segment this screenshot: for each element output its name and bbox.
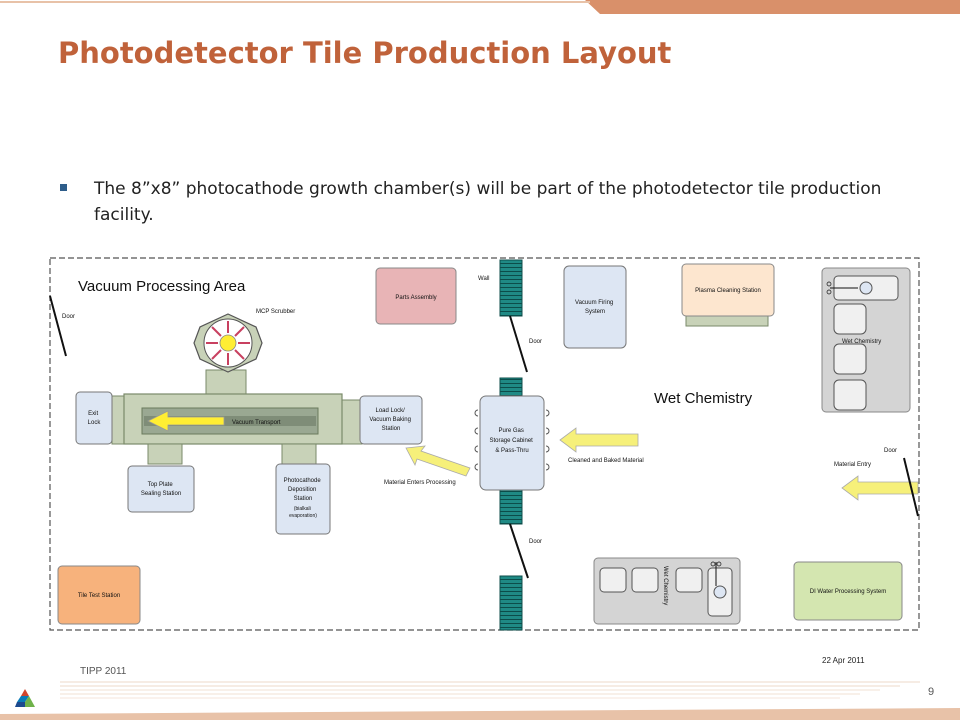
- vacuum-area-label: Vacuum Processing Area: [78, 278, 246, 295]
- door-upper-line: [509, 315, 528, 373]
- tile-test-station-label: Tile Test Station: [78, 593, 120, 599]
- vacuum-firing-box: [563, 265, 627, 349]
- load-lock-label: Load Lock/ Vacuum Baking Station: [369, 408, 412, 432]
- wet-chemistry-station-right: [821, 267, 911, 413]
- wall-segment-middle: [499, 377, 523, 397]
- material-entry-arrow: [841, 475, 919, 501]
- door-left-line: [49, 295, 67, 357]
- bottom-decorative-band: [0, 681, 960, 720]
- cleaned-material-label: Cleaned and Baked Material: [568, 458, 644, 464]
- material-entry-label: Material Entry: [834, 462, 871, 468]
- plasma-cleaning-label: Plasma Cleaning Station: [695, 288, 761, 294]
- door-right-line: [903, 457, 919, 517]
- vacuum-firing-label: Vacuum Firing System: [575, 300, 615, 315]
- exit-lock-box: [75, 391, 113, 445]
- wet-chemistry-station-bottom: [593, 557, 741, 625]
- page-number: 9: [928, 686, 935, 698]
- vacuum-transport-label: Vacuum Transport: [232, 420, 281, 426]
- door-right-label: Door: [884, 448, 897, 454]
- parts-assembly-label: Parts Assembly: [395, 295, 436, 301]
- top-decorative-band: [0, 0, 960, 14]
- cabinet-hinges: [474, 409, 550, 471]
- wall-segment-bottom: [499, 575, 523, 631]
- door-lower-line: [509, 523, 529, 579]
- wall-label: Wall: [478, 276, 489, 282]
- slide-title: Photodetector Tile Production Layout: [58, 36, 672, 70]
- parts-assembly-box: [375, 267, 457, 325]
- door-left-label: Door: [62, 314, 75, 320]
- wet-chemistry-area-label: Wet Chemistry: [654, 390, 753, 407]
- top-plate-sealing-box: [127, 465, 195, 513]
- photocathode-note-label: (bialkali evaporation): [289, 506, 317, 519]
- di-water-box: [793, 561, 903, 621]
- mcp-scrubber: [193, 313, 263, 401]
- pure-gas-cabinet-label: Pure Gas Storage Cabinet & Pass-Thru: [489, 428, 534, 454]
- facility-boundary: [49, 257, 920, 631]
- wet-chemistry-right-label: Wet Chemistry: [842, 339, 881, 345]
- wet-chemistry-bottom-label: Wet Chemistry: [662, 566, 668, 605]
- vacuum-transport-system: [111, 393, 363, 465]
- pure-gas-cabinet-box: [479, 395, 545, 491]
- bullet-square-icon: [60, 184, 67, 191]
- material-enters-label: Material Enters Processing: [384, 480, 456, 486]
- material-enters-arrow: [405, 445, 471, 477]
- photocathode-deposition-box: [275, 463, 331, 535]
- wall-segment-top: [499, 259, 523, 317]
- photocathode-deposition-label: Photocathode Deposition Station: [284, 478, 323, 502]
- load-lock-box: [359, 395, 423, 445]
- argonne-logo-icon: [15, 689, 35, 707]
- mcp-scrubber-label: MCP Scrubber: [256, 309, 295, 315]
- top-plate-sealing-label: Top Plate Sealing Station: [141, 482, 181, 497]
- cleaned-material-arrow: [559, 427, 639, 453]
- diagram-date: 22 Apr 2011: [822, 656, 865, 665]
- door-upper-label: Door: [529, 339, 542, 345]
- wall-segment-lower: [499, 489, 523, 525]
- plasma-cleaning-box: [681, 263, 775, 317]
- bullet-text: The 8”x8” photocathode growth chamber(s)…: [94, 179, 882, 225]
- tile-test-station-box: [57, 565, 141, 625]
- di-water-label: DI Water Processing System: [810, 589, 886, 595]
- footer-label: TIPP 2011: [80, 666, 127, 677]
- exit-lock-label: Exit Lock: [88, 411, 102, 426]
- door-lower-label: Door: [529, 539, 542, 545]
